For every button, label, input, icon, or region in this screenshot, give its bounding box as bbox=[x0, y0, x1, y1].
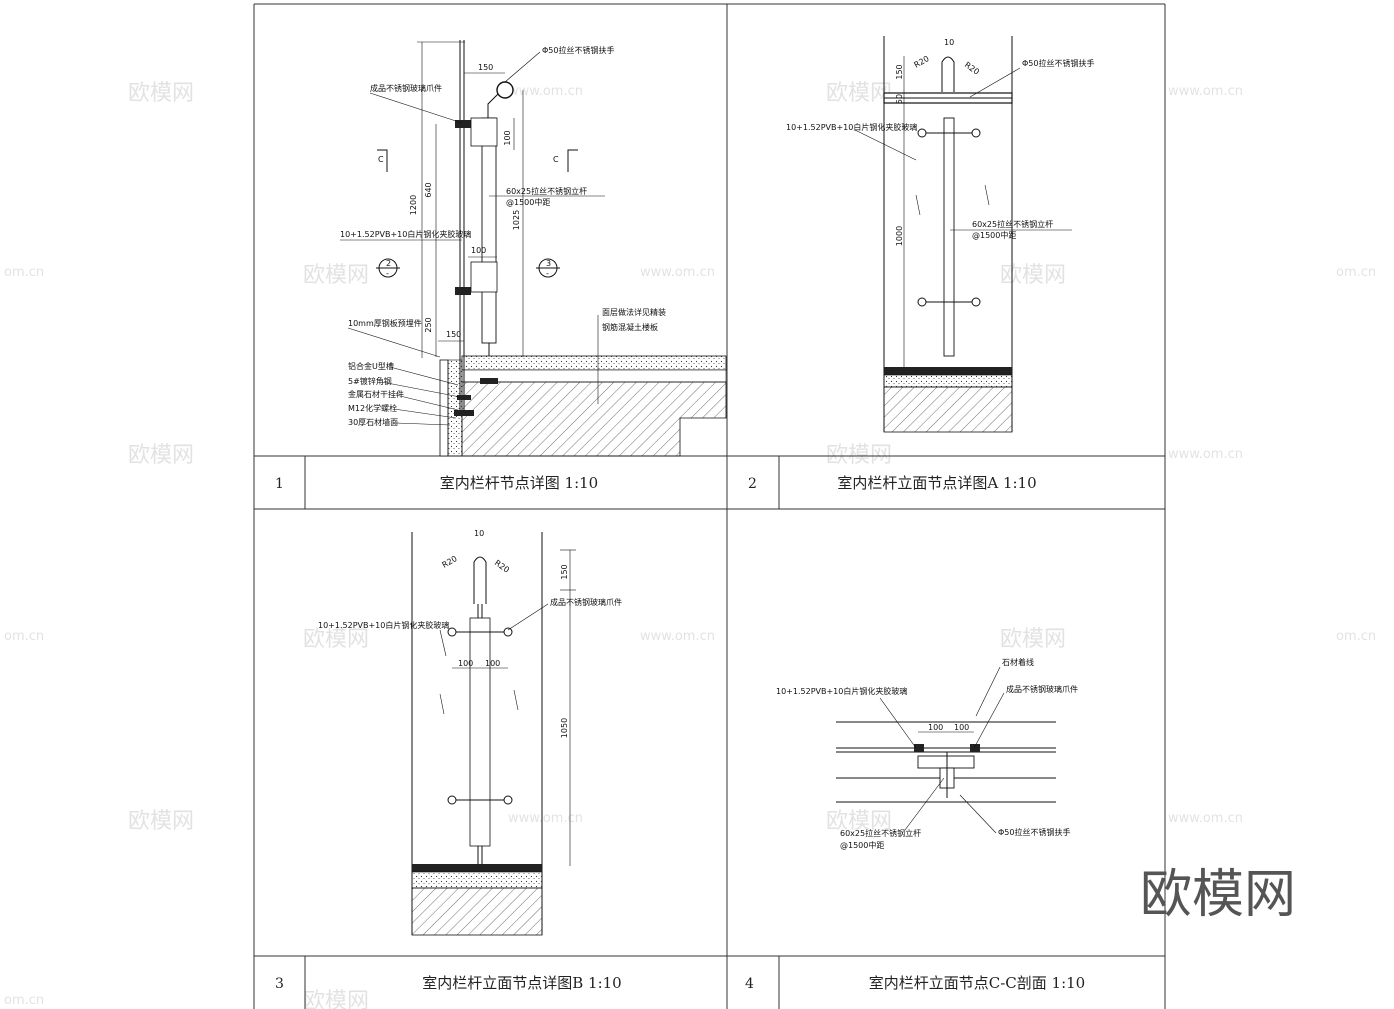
label-post-spacing: @1500中距 bbox=[972, 230, 1016, 240]
watermark-url: www.om.cn bbox=[1168, 811, 1243, 826]
watermark-url: om.cn bbox=[1336, 629, 1376, 644]
label-handrail: Φ50拉丝不锈钢扶手 bbox=[542, 45, 614, 55]
panel-title: 室内栏杆立面节点详图B 1:10 bbox=[422, 974, 621, 992]
dim-1200: 1200 bbox=[409, 195, 418, 215]
watermark-url: www.om.cn bbox=[1168, 447, 1243, 462]
detail-3-elevation-b: 150 1050 100 100 10 R20 R20 10+1.52PVB+1… bbox=[318, 529, 622, 936]
callout-number: 2 bbox=[386, 259, 391, 268]
section-mark-c: C bbox=[553, 155, 559, 164]
panel-number: 3 bbox=[275, 976, 284, 992]
watermark-text: 欧模网 bbox=[128, 81, 194, 106]
dim-1050: 1050 bbox=[560, 718, 569, 738]
brand-logo: 欧模网 bbox=[1140, 865, 1296, 925]
label-stone: 30厚石材墙面 bbox=[348, 417, 398, 427]
watermark-url: www.om.cn bbox=[640, 265, 715, 280]
watermark-url: www.om.cn bbox=[508, 84, 583, 99]
dim-640: 640 bbox=[424, 182, 433, 197]
label-post-spacing: @1500中距 bbox=[506, 197, 550, 207]
dim-1000: 1000 bbox=[895, 226, 904, 246]
dim-150: 150 bbox=[560, 564, 569, 579]
panel-number: 1 bbox=[275, 476, 284, 492]
dim-10: 10 bbox=[474, 529, 484, 538]
watermark-text: 欧模网 bbox=[826, 809, 892, 834]
dim-150: 150 bbox=[446, 330, 461, 339]
label-slab: 钢筋混凝土楼板 bbox=[602, 322, 658, 332]
watermark-url: om.cn bbox=[4, 629, 44, 644]
label-handrail: Φ50拉丝不锈钢扶手 bbox=[1022, 58, 1094, 68]
label-clamp: 成品不锈钢玻璃爪件 bbox=[1006, 684, 1078, 694]
dim-150: 150 bbox=[895, 64, 904, 79]
callout-number: 3 bbox=[546, 259, 551, 268]
label-hanger: 金属石材干挂件 bbox=[348, 389, 404, 399]
label-bolt: M12化学螺栓 bbox=[348, 403, 397, 413]
dim-150: 150 bbox=[478, 63, 493, 72]
label-post-spacing: @1500中距 bbox=[840, 840, 884, 850]
watermark-text: 欧模网 bbox=[826, 81, 892, 106]
label-channel: 铝合金U型槽 bbox=[348, 361, 394, 371]
watermark-url: www.om.cn bbox=[640, 629, 715, 644]
callout-sheet: - bbox=[546, 269, 549, 278]
dim-r20: R20 bbox=[963, 60, 981, 76]
dim-100: 100 bbox=[928, 723, 943, 732]
label-glass: 10+1.52PVB+10白片钢化夹胶玻璃 bbox=[318, 620, 449, 630]
watermark-text: 欧模网 bbox=[128, 809, 194, 834]
label-handrail: Φ50拉丝不锈钢扶手 bbox=[998, 827, 1070, 837]
label-stone-line: 石材着线 bbox=[1002, 657, 1034, 667]
label-angle: 5#镀锌角钢 bbox=[348, 376, 392, 386]
watermark-text: 欧模网 bbox=[1000, 627, 1066, 652]
label-post: 60x25拉丝不锈钢立杆 bbox=[506, 186, 587, 196]
panel-number: 2 bbox=[748, 476, 757, 492]
watermark-url: om.cn bbox=[1336, 265, 1376, 280]
dim-10: 10 bbox=[944, 38, 954, 47]
watermark-url: om.cn bbox=[4, 993, 44, 1008]
watermark-text: 欧模网 bbox=[303, 989, 369, 1009]
dim-100: 100 bbox=[503, 130, 512, 145]
dim-100: 100 bbox=[471, 246, 486, 255]
dim-100: 100 bbox=[954, 723, 969, 732]
label-clamp: 成品不锈钢玻璃爪件 bbox=[370, 83, 442, 93]
watermark-url: www.om.cn bbox=[1168, 84, 1243, 99]
callout-sheet: - bbox=[386, 269, 389, 278]
label-post: 60x25拉丝不锈钢立杆 bbox=[972, 219, 1053, 229]
label-glass: 10+1.52PVB+10白片钢化夹胶玻璃 bbox=[776, 686, 907, 696]
watermark-text: 欧模网 bbox=[303, 263, 369, 288]
panel-title: 室内栏杆节点详图 1:10 bbox=[440, 474, 598, 492]
dim-1025: 1025 bbox=[512, 210, 521, 230]
label-plate: 10mm厚钢板预埋件 bbox=[348, 318, 422, 328]
dim-250: 250 bbox=[424, 317, 433, 332]
detail-1-section: 1200 640 250 150 100 1025 100 150 C C 2 … bbox=[340, 40, 727, 457]
detail-2-elevation-a: 150 50 1000 10 R20 R20 Φ50拉丝不锈钢扶手 10+1.5… bbox=[786, 36, 1094, 433]
label-glass: 10+1.52PVB+10白片钢化夹胶玻璃 bbox=[340, 229, 471, 239]
watermark-text: 欧模网 bbox=[1000, 263, 1066, 288]
dim-r20: R20 bbox=[493, 558, 511, 574]
dim-r20: R20 bbox=[913, 54, 931, 70]
section-mark-c: C bbox=[378, 155, 384, 164]
sheet-grid bbox=[253, 3, 1166, 1009]
panel-title: 室内栏杆立面节点详图A 1:10 bbox=[837, 474, 1036, 492]
watermark-url: www.om.cn bbox=[508, 811, 583, 826]
watermarks: 欧模网 www.om.cn 欧模网 www.om.cn om.cn 欧模网 ww… bbox=[4, 81, 1376, 1009]
panel-number: 4 bbox=[745, 976, 754, 992]
dim-50: 50 bbox=[895, 94, 904, 104]
watermark-text: 欧模网 bbox=[128, 443, 194, 468]
label-glass: 10+1.52PVB+10白片钢化夹胶玻璃 bbox=[786, 122, 917, 132]
dim-100: 100 bbox=[458, 659, 473, 668]
label-surface: 面层做法详见精装 bbox=[602, 307, 666, 317]
label-clamp: 成品不锈钢玻璃爪件 bbox=[550, 597, 622, 607]
dim-100: 100 bbox=[485, 659, 500, 668]
label-post: 60x25拉丝不锈钢立杆 bbox=[840, 828, 921, 838]
panel-title: 室内栏杆立面节点C-C剖面 1:10 bbox=[869, 974, 1085, 992]
watermark-text: 欧模网 bbox=[303, 627, 369, 652]
dim-r20: R20 bbox=[441, 554, 459, 570]
watermark-url: om.cn bbox=[4, 265, 44, 280]
detail-4-section-cc: 100 100 石材着线 成品不锈钢玻璃爪件 10+1.52PVB+10白片钢化… bbox=[776, 657, 1078, 850]
